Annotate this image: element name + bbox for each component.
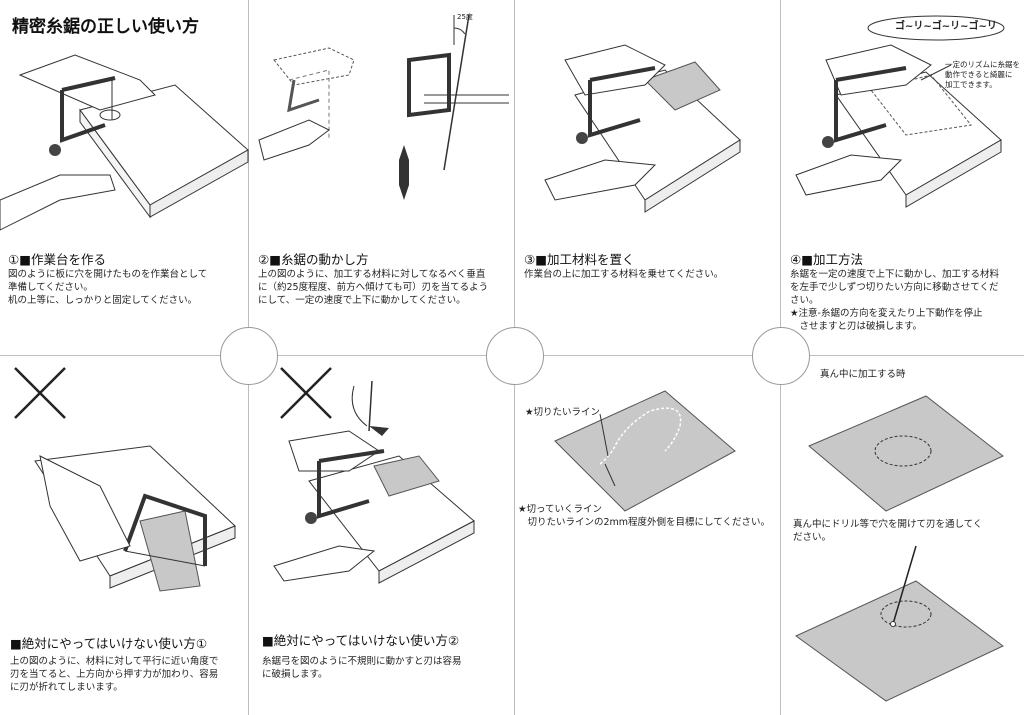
panel3-title: ③■加工材料を置く xyxy=(524,252,635,267)
panel6-title: ■絶対にやってはいけない使い方② xyxy=(262,633,460,648)
panel6-text: 糸鋸弓を図のように不規則に動かすと刃は容易 に破損します。 xyxy=(262,656,462,680)
rhythm-sound-label: ゴ~リ~ゴ~リ~ゴ~リ xyxy=(895,21,997,32)
panel3-text: 作業台の上に加工する材料を乗せてください。 xyxy=(524,269,724,280)
divider-circle xyxy=(486,327,544,385)
panel4-text: 糸鋸を一定の速度で上下に動かし、加工する材料 を左手で少しずつ切りたい方向に移動… xyxy=(790,269,1000,332)
panel5-title: ■絶対にやってはいけない使い方① xyxy=(10,636,208,651)
divider-circle xyxy=(752,327,810,385)
panel1-title: ①■作業台を作る xyxy=(8,252,107,267)
panel2-text: 上の図のように、加工する材料に対してなるべく垂直 に（約25度程度、前方へ傾けて… xyxy=(258,269,489,306)
wrong-use-2-illustration xyxy=(273,367,475,584)
rhythm-note: 一定のリズムに糸鋸を 動作できると綺麗に 加工できます。 xyxy=(945,60,1020,89)
center-cut-illustration xyxy=(795,395,1004,702)
panel5-text: 上の図のように、材料に対して平行に近い角度で 刃を当てると、上方向から押す力が加… xyxy=(10,656,219,693)
cut-line-illustration xyxy=(554,390,736,512)
wrong-use-1-illustration xyxy=(14,367,236,592)
cutting-method-illustration xyxy=(795,15,1005,208)
angle-label: 25度 xyxy=(457,13,473,21)
panel4-title: ④■加工方法 xyxy=(790,252,864,267)
panel1-text: 図のように板に穴を開けたものを作業台として 準備してください。 机の上等に、しっ… xyxy=(8,269,208,306)
cutting-line-label: ★切っていくライン 切りたいラインの2mm程度外側を目標にしてください。 xyxy=(518,504,770,528)
cut-line-label: ★切りたいライン xyxy=(525,407,601,418)
center-cut-heading: 真ん中に加工する時 xyxy=(820,369,906,380)
saw-motion-illustration xyxy=(258,14,509,200)
place-material-illustration xyxy=(544,44,741,213)
center-cut-text: 真ん中にドリル等で穴を開けて刃を通してく ださい。 xyxy=(793,519,983,543)
page-title: 精密糸鋸の正しい使い方 xyxy=(12,17,199,37)
divider-circle xyxy=(220,327,278,385)
workbench-illustration xyxy=(0,54,249,231)
panel2-title: ②■糸鋸の動かし方 xyxy=(258,252,369,267)
